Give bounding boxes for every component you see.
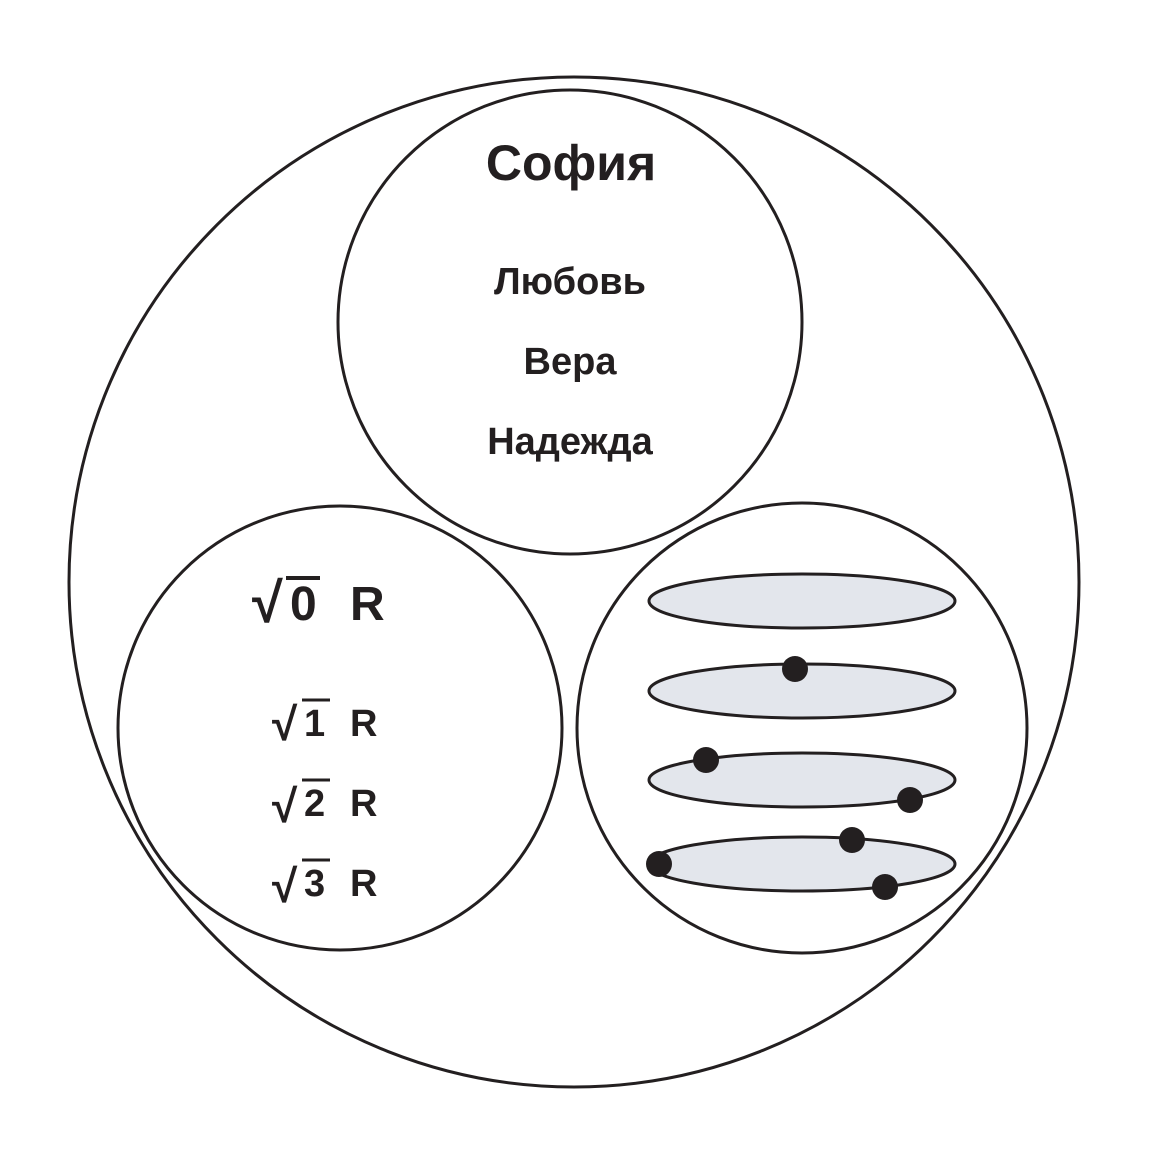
svg-text:2: 2 — [304, 783, 325, 825]
dot — [839, 827, 865, 853]
dot — [872, 874, 898, 900]
svg-text:√: √ — [272, 698, 298, 750]
sqrt1-label: √ 1 R — [272, 698, 377, 750]
sofia-title: София — [486, 135, 656, 191]
svg-text:1: 1 — [304, 703, 325, 745]
svg-text:R: R — [350, 863, 377, 905]
sqrt3-label: √ 3 R — [272, 858, 377, 912]
svg-text:R: R — [350, 783, 377, 825]
svg-text:0: 0 — [290, 578, 317, 631]
svg-text:√: √ — [252, 571, 283, 634]
dot — [646, 851, 672, 877]
ellipse-level-2 — [647, 751, 957, 809]
top-circle — [336, 88, 804, 556]
dot — [693, 747, 719, 773]
sqrt2-label: √ 2 R — [272, 778, 377, 832]
svg-text:3: 3 — [304, 863, 325, 905]
ellipse-level-3 — [647, 835, 957, 893]
faith-label: Вера — [524, 341, 618, 383]
hope-label: Надежда — [487, 421, 653, 463]
left-circle — [116, 504, 564, 952]
dot — [782, 656, 808, 682]
svg-text:R: R — [350, 703, 377, 745]
ellipse-level-0 — [647, 572, 957, 630]
dot — [897, 787, 923, 813]
outer-circle — [67, 75, 1081, 1089]
sqrt0-label: √ 0 R — [252, 571, 385, 634]
love-label: Любовь — [494, 261, 646, 303]
svg-text:R: R — [350, 578, 385, 631]
ellipse-group — [646, 572, 957, 900]
svg-text:√: √ — [272, 780, 298, 832]
svg-text:√: √ — [272, 860, 298, 912]
